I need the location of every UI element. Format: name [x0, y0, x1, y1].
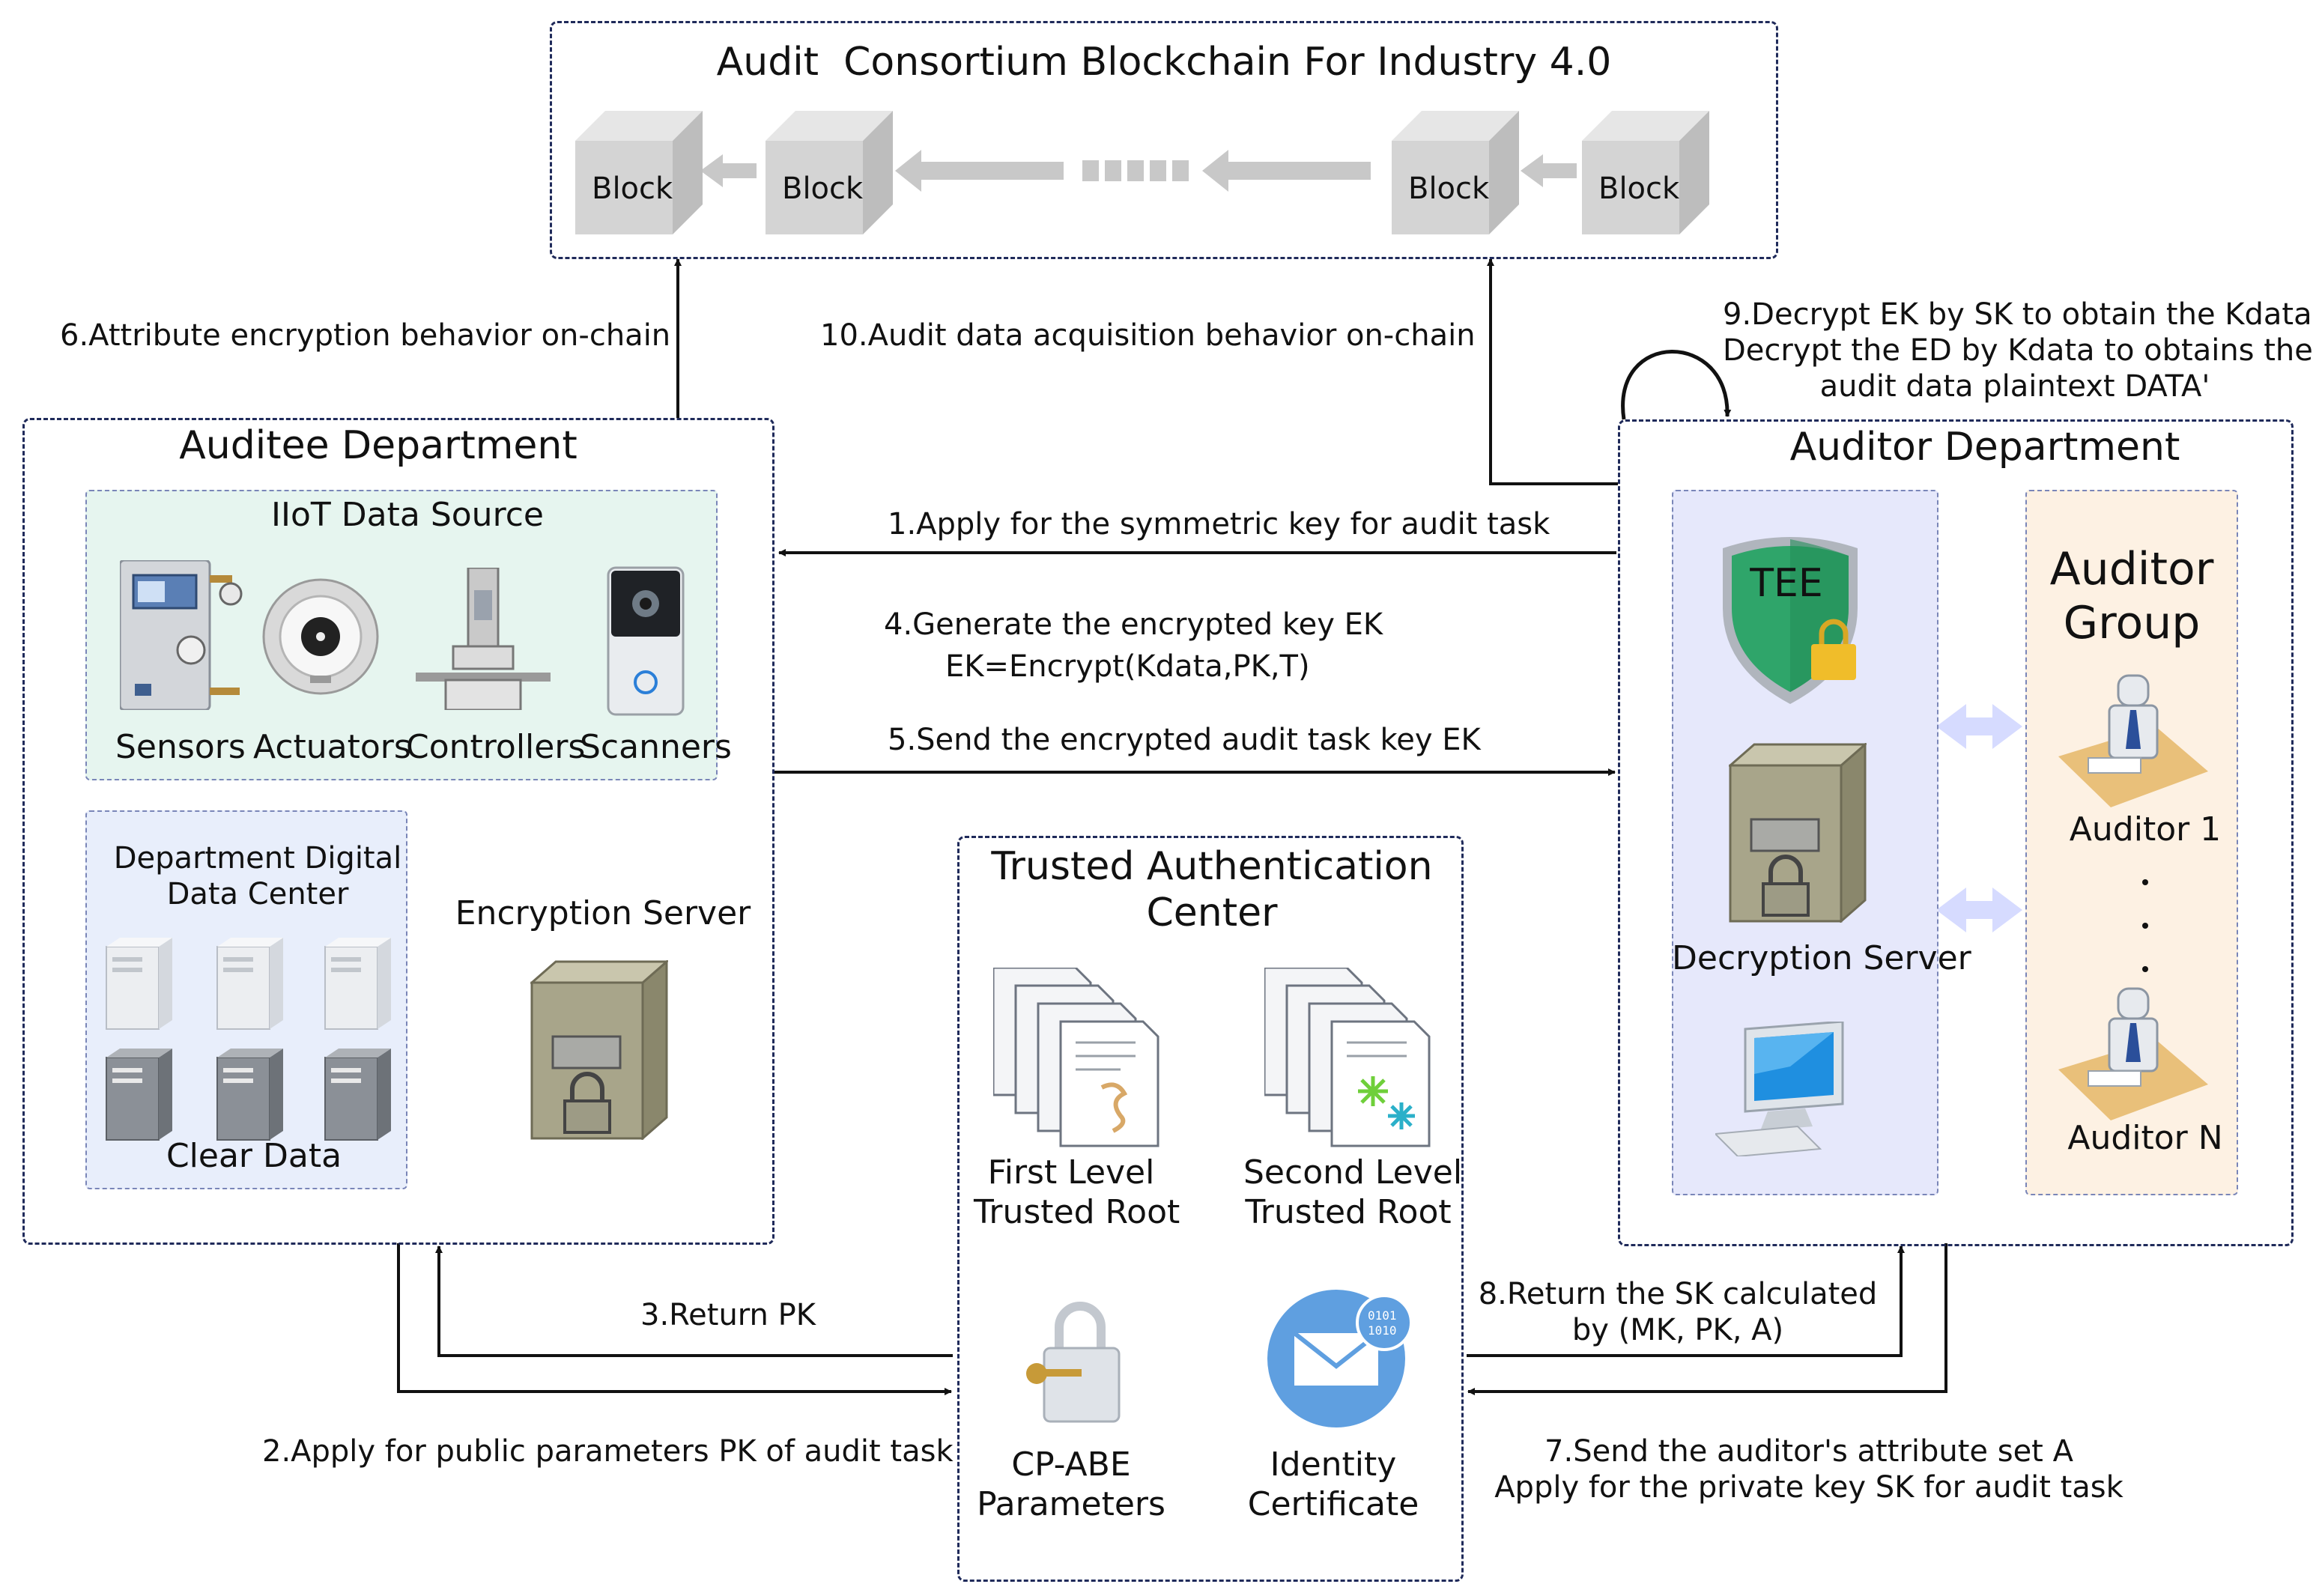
step8-line2: by (MK, PK, A): [1571, 1313, 1784, 1347]
server-grid: [97, 932, 404, 1141]
auditee-title: Auditee Department: [179, 423, 578, 468]
arrow-step8: [1467, 1245, 1905, 1357]
identity-line1: Identity: [1270, 1445, 1397, 1484]
step9-line3: audit data plaintext DATA': [1819, 369, 2210, 404]
arrow-step7: [1467, 1243, 1947, 1395]
step8-label: 8.Return the SK calculated by (MK, PK, A…: [1476, 1276, 1880, 1348]
arrow-step10: [1487, 258, 1618, 485]
block-4: Block: [1582, 111, 1709, 234]
tee-shield-icon: [1715, 533, 1873, 706]
auditor-group-line1: Auditor: [2049, 543, 2214, 595]
blockchain-title: Audit Consortium Blockchain For Industry…: [716, 40, 1612, 85]
step9-line2: Decrypt the ED by Kdata to obtains the: [1723, 333, 2313, 368]
cpabe-label: CP-ABE Parameters: [974, 1445, 1168, 1525]
second-root-label: Second Level Trusted Root: [1243, 1153, 1463, 1233]
step1-label: 1.Apply for the symmetric key for audit …: [888, 507, 1550, 541]
step6-label: 6.Attribute encryption behavior on-chain: [60, 318, 671, 353]
step9-line1: 9.Decrypt EK by SK to obtain the Kdata: [1723, 297, 2312, 332]
actuator-icon: [261, 577, 381, 697]
light-server-icon: [106, 938, 172, 1030]
iiot-title: IIoT Data Source: [271, 496, 544, 534]
first-root-line2: Trusted Root: [974, 1192, 1180, 1231]
auditor-group-line2: Group: [2063, 597, 2201, 649]
computer-icon: [1713, 1020, 1850, 1158]
first-root-line1: First Level: [987, 1153, 1155, 1192]
data-center-title-line1: Department Digital: [113, 841, 402, 876]
block-label: Block: [782, 172, 864, 206]
first-root-label: First Level Trusted Root: [974, 1153, 1180, 1233]
svg-text:1010: 1010: [1368, 1323, 1397, 1338]
auditee-department: [22, 418, 774, 1245]
cpabe-line2: Parameters: [977, 1484, 1165, 1523]
blockchain-frame: [550, 21, 1778, 259]
clear-data-label: Clear Data: [166, 1137, 342, 1175]
step3-label: 3.Return PK: [640, 1298, 816, 1332]
auditor-title: Auditor Department: [1789, 425, 2180, 470]
step7-line2: Apply for the private key SK for audit t…: [1494, 1470, 2123, 1505]
auditor-1-icon: [2058, 674, 2208, 809]
encryption-server-icon: [529, 959, 670, 1141]
data-center-title-line2: Data Center: [166, 877, 349, 911]
step9-label: 9.Decrypt EK by SK to obtain the Kdata D…: [1723, 297, 2313, 404]
auditor-n-label: Auditor N: [2067, 1119, 2223, 1157]
decryption-server-label: Decryption Server: [1672, 939, 1971, 977]
device-label-sensors: Sensors: [115, 728, 246, 766]
svg-text:0101: 0101: [1368, 1308, 1397, 1323]
auditor-department: [1618, 419, 2294, 1246]
scanner-icon: [607, 566, 685, 716]
bidir-arrows: [1936, 704, 2022, 932]
identity-certificate-icon: 0101 1010: [1258, 1288, 1423, 1430]
step5-label: 5.Send the encrypted audit task key EK: [888, 723, 1481, 757]
block-label: Block: [1598, 172, 1680, 206]
step8-line1: 8.Return the SK calculated: [1478, 1277, 1878, 1311]
block-3: Block: [1392, 111, 1519, 234]
tac-title: Trusted Authentication Center: [957, 843, 1467, 937]
second-root-line2: Trusted Root: [1245, 1192, 1452, 1231]
ellipsis-dots: [2138, 875, 2153, 980]
step4-line1: 4.Generate the encrypted key EK: [884, 607, 1383, 642]
arrow-step2: [397, 1243, 952, 1395]
device-label-actuators: Actuators: [253, 728, 411, 766]
step2-label: 2.Apply for public parameters PK of audi…: [262, 1434, 954, 1469]
step7-line1: 7.Send the auditor's attribute set A: [1544, 1434, 2073, 1469]
sensor-icon: [118, 559, 247, 711]
second-root-document-icon: [1263, 966, 1437, 1147]
identity-line2: Certificate: [1247, 1484, 1419, 1523]
cpabe-line1: CP-ABE: [1011, 1445, 1131, 1484]
block-label: Block: [592, 172, 673, 206]
device-label-scanners: Scanners: [580, 728, 732, 766]
first-root-document-icon: [992, 966, 1165, 1147]
step10-label: 10.Audit data acquisition behavior on-ch…: [820, 318, 1476, 353]
decryption-server-icon: [1727, 741, 1868, 924]
chain-arrows: [700, 150, 1577, 192]
second-root-line1: Second Level: [1243, 1153, 1463, 1192]
arrow-step9-loop: [1621, 350, 1732, 420]
tac-title-line1: Trusted Authentication: [991, 844, 1433, 889]
tee-label: TEE: [1750, 561, 1823, 606]
controller-icon: [416, 566, 551, 711]
auditor-1-label: Auditor 1: [2069, 810, 2222, 849]
step4-line2: EK=Encrypt(Kdata,PK,T): [945, 649, 1310, 684]
encryption-server-label: Encryption Server: [455, 894, 751, 932]
step7-label: 7.Send the auditor's attribute set A App…: [1491, 1433, 2127, 1505]
auditor-group-title: Auditor Group: [2025, 542, 2238, 650]
auditor-n-icon: [2058, 987, 2208, 1122]
identity-label: Identity Certificate: [1236, 1445, 1431, 1525]
block-2: Block: [766, 111, 893, 234]
data-center-title: Department Digital Data Center: [85, 840, 430, 912]
padlock-key-icon: [1022, 1290, 1134, 1424]
tac-title-line2: Center: [1146, 890, 1278, 936]
block-1: Block: [575, 111, 703, 234]
device-label-controllers: Controllers: [406, 728, 586, 766]
arrow-step3: [435, 1245, 953, 1357]
trusted-authentication-center: [957, 836, 1464, 1582]
block-label: Block: [1408, 172, 1490, 206]
